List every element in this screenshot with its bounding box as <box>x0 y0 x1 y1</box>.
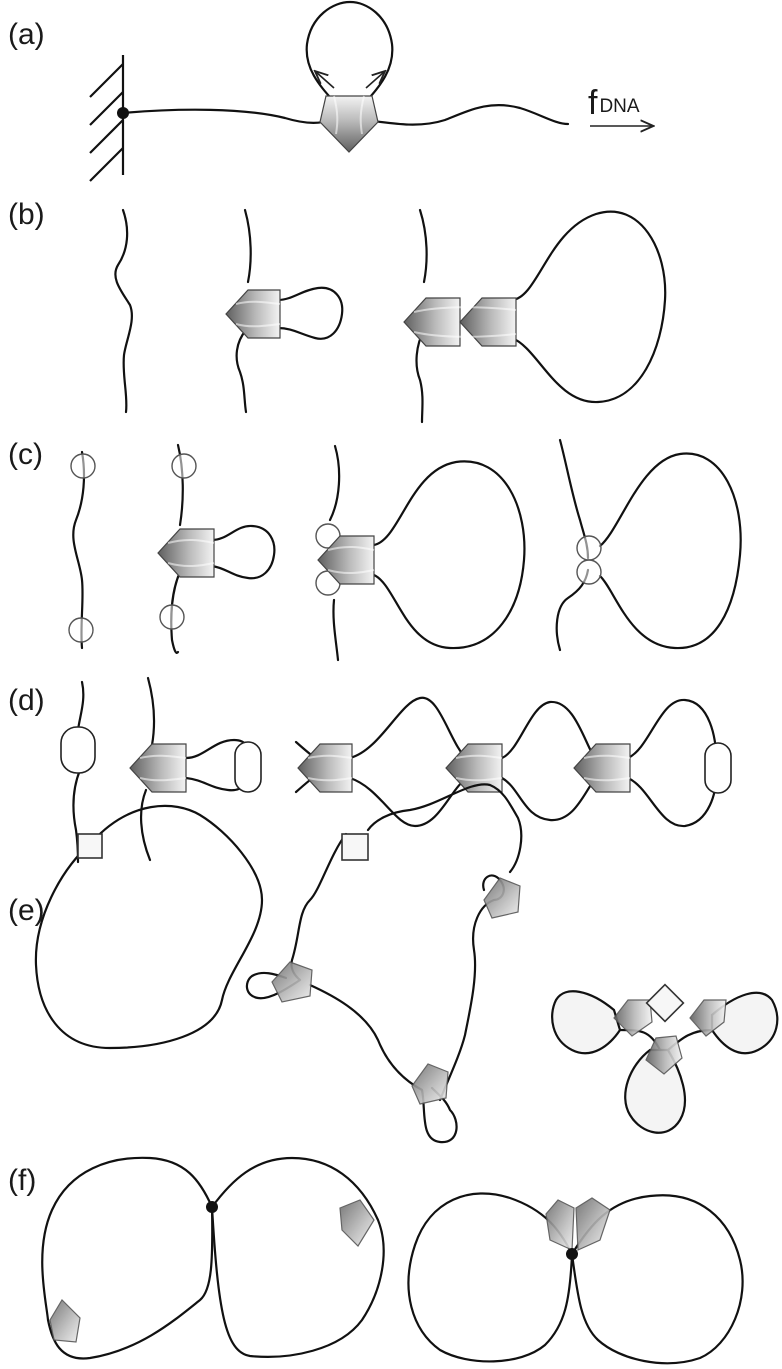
panel-label-f: (f) <box>8 1164 36 1197</box>
barrier-oval-d3 <box>704 742 732 794</box>
dna-loop-c4 <box>598 452 742 650</box>
barrier-c2-bottom <box>159 604 185 630</box>
motor-protein-e3b <box>689 999 727 1037</box>
anchor-point-f2 <box>566 1248 578 1260</box>
dna-blob-e3-left <box>551 990 622 1055</box>
dna-loop-b2 <box>276 286 344 340</box>
extrusion-arrow-left <box>316 72 335 89</box>
panel-c <box>68 438 742 662</box>
motor-protein-f2-right <box>575 1197 611 1251</box>
motor-protein-b2 <box>225 289 281 339</box>
motor-protein-b3b <box>459 297 517 347</box>
dna-strand-b1 <box>114 208 133 414</box>
barrier-c1-top <box>70 453 96 479</box>
motor-protein-e2c <box>483 877 521 919</box>
barrier-c4-top <box>576 535 602 561</box>
panel-label-b: (b) <box>8 198 45 231</box>
barrier-c2-top <box>171 453 197 479</box>
dna-circle-e1 <box>34 804 264 1050</box>
barrier-c1-bottom <box>68 617 94 643</box>
dna-strand-b2 <box>235 208 252 414</box>
barrier-oval-d2 <box>234 741 262 793</box>
dna-loop-e2 <box>245 783 523 1144</box>
dna-strand-c1 <box>72 450 86 650</box>
dna-strand-c3 <box>328 444 341 662</box>
dna-strand-a <box>121 104 570 126</box>
dna-loop-c3 <box>372 460 526 650</box>
anchor-square-e3 <box>645 983 685 1023</box>
motor-protein-f1-left <box>49 1299 81 1343</box>
motor-protein-e3c <box>645 1035 683 1075</box>
anchor-point <box>117 107 129 119</box>
dna-loop-b3 <box>510 210 667 404</box>
dna-lobe-f1-right <box>210 1156 385 1358</box>
dna-strand-d2 <box>139 676 156 862</box>
motor-protein-f1-right <box>339 1199 375 1247</box>
panel-f <box>41 1156 744 1365</box>
panel-label-d: (d) <box>8 684 45 717</box>
panel-e <box>34 783 779 1144</box>
panel-label-e: (e) <box>8 894 45 927</box>
dna-blob-e3-bottom <box>624 1048 686 1134</box>
dna-blob-e3-right <box>710 991 779 1055</box>
barrier-c4-bottom <box>576 559 602 585</box>
motor-protein-e2b <box>411 1063 449 1105</box>
dna-lobe-f2-left <box>407 1192 574 1363</box>
motor-protein-f2-left <box>545 1199 575 1251</box>
motor-protein-e3a <box>613 999 653 1037</box>
motor-protein-b3a <box>403 297 461 347</box>
dna-strand-c2 <box>170 443 184 654</box>
panel-b <box>114 208 667 424</box>
dna-lobe-f2-right <box>570 1194 744 1365</box>
anchor-square-e2 <box>341 833 369 861</box>
motor-protein-d3c <box>573 743 631 793</box>
anchor-point-f1 <box>206 1201 218 1213</box>
dna-strand-b3 <box>415 208 428 424</box>
dna-loop-a <box>305 0 394 106</box>
dna-lobe-f1-left <box>41 1156 214 1360</box>
motor-protein-e2a <box>271 961 313 1003</box>
motor-protein-d2 <box>129 743 187 793</box>
barrier-oval-d1 <box>60 726 96 774</box>
panel-d <box>60 676 732 864</box>
extrusion-arrow-right <box>365 72 384 89</box>
anchor-square-e1 <box>77 833 103 859</box>
panel-label-a: (a) <box>8 18 45 51</box>
dna-loop-c2 <box>210 524 276 580</box>
motor-protein-c2 <box>157 528 215 578</box>
dna-chain-d3 <box>294 696 718 828</box>
panel-label-c: (c) <box>8 438 43 471</box>
motor-protein-a <box>319 95 379 153</box>
wall-hatching <box>89 63 124 182</box>
